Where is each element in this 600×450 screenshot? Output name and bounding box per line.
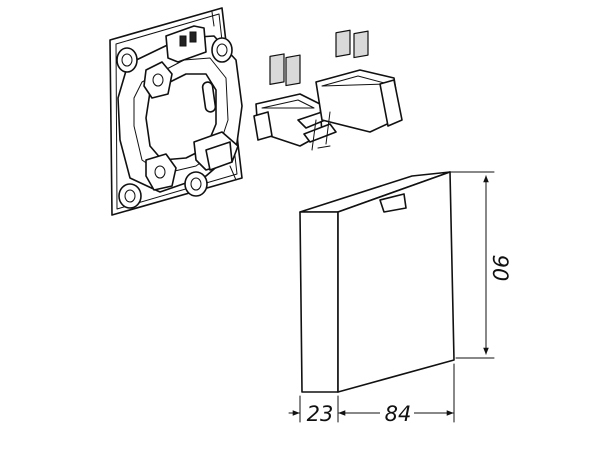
screw-bottom-right (184, 171, 208, 197)
screw-top-right (211, 37, 233, 63)
connector-insert (253, 29, 403, 151)
dimension-bottom: 23 84 (288, 363, 455, 426)
width-label: 84 (385, 402, 412, 426)
screw-top-left (116, 47, 138, 73)
cover-plate (299, 171, 455, 393)
height-label: 90 (488, 255, 512, 282)
screw-bottom-left (118, 183, 142, 209)
depth-label: 23 (307, 402, 334, 426)
dimension-height: 90 (449, 171, 512, 359)
mounting-plate (109, 7, 243, 216)
